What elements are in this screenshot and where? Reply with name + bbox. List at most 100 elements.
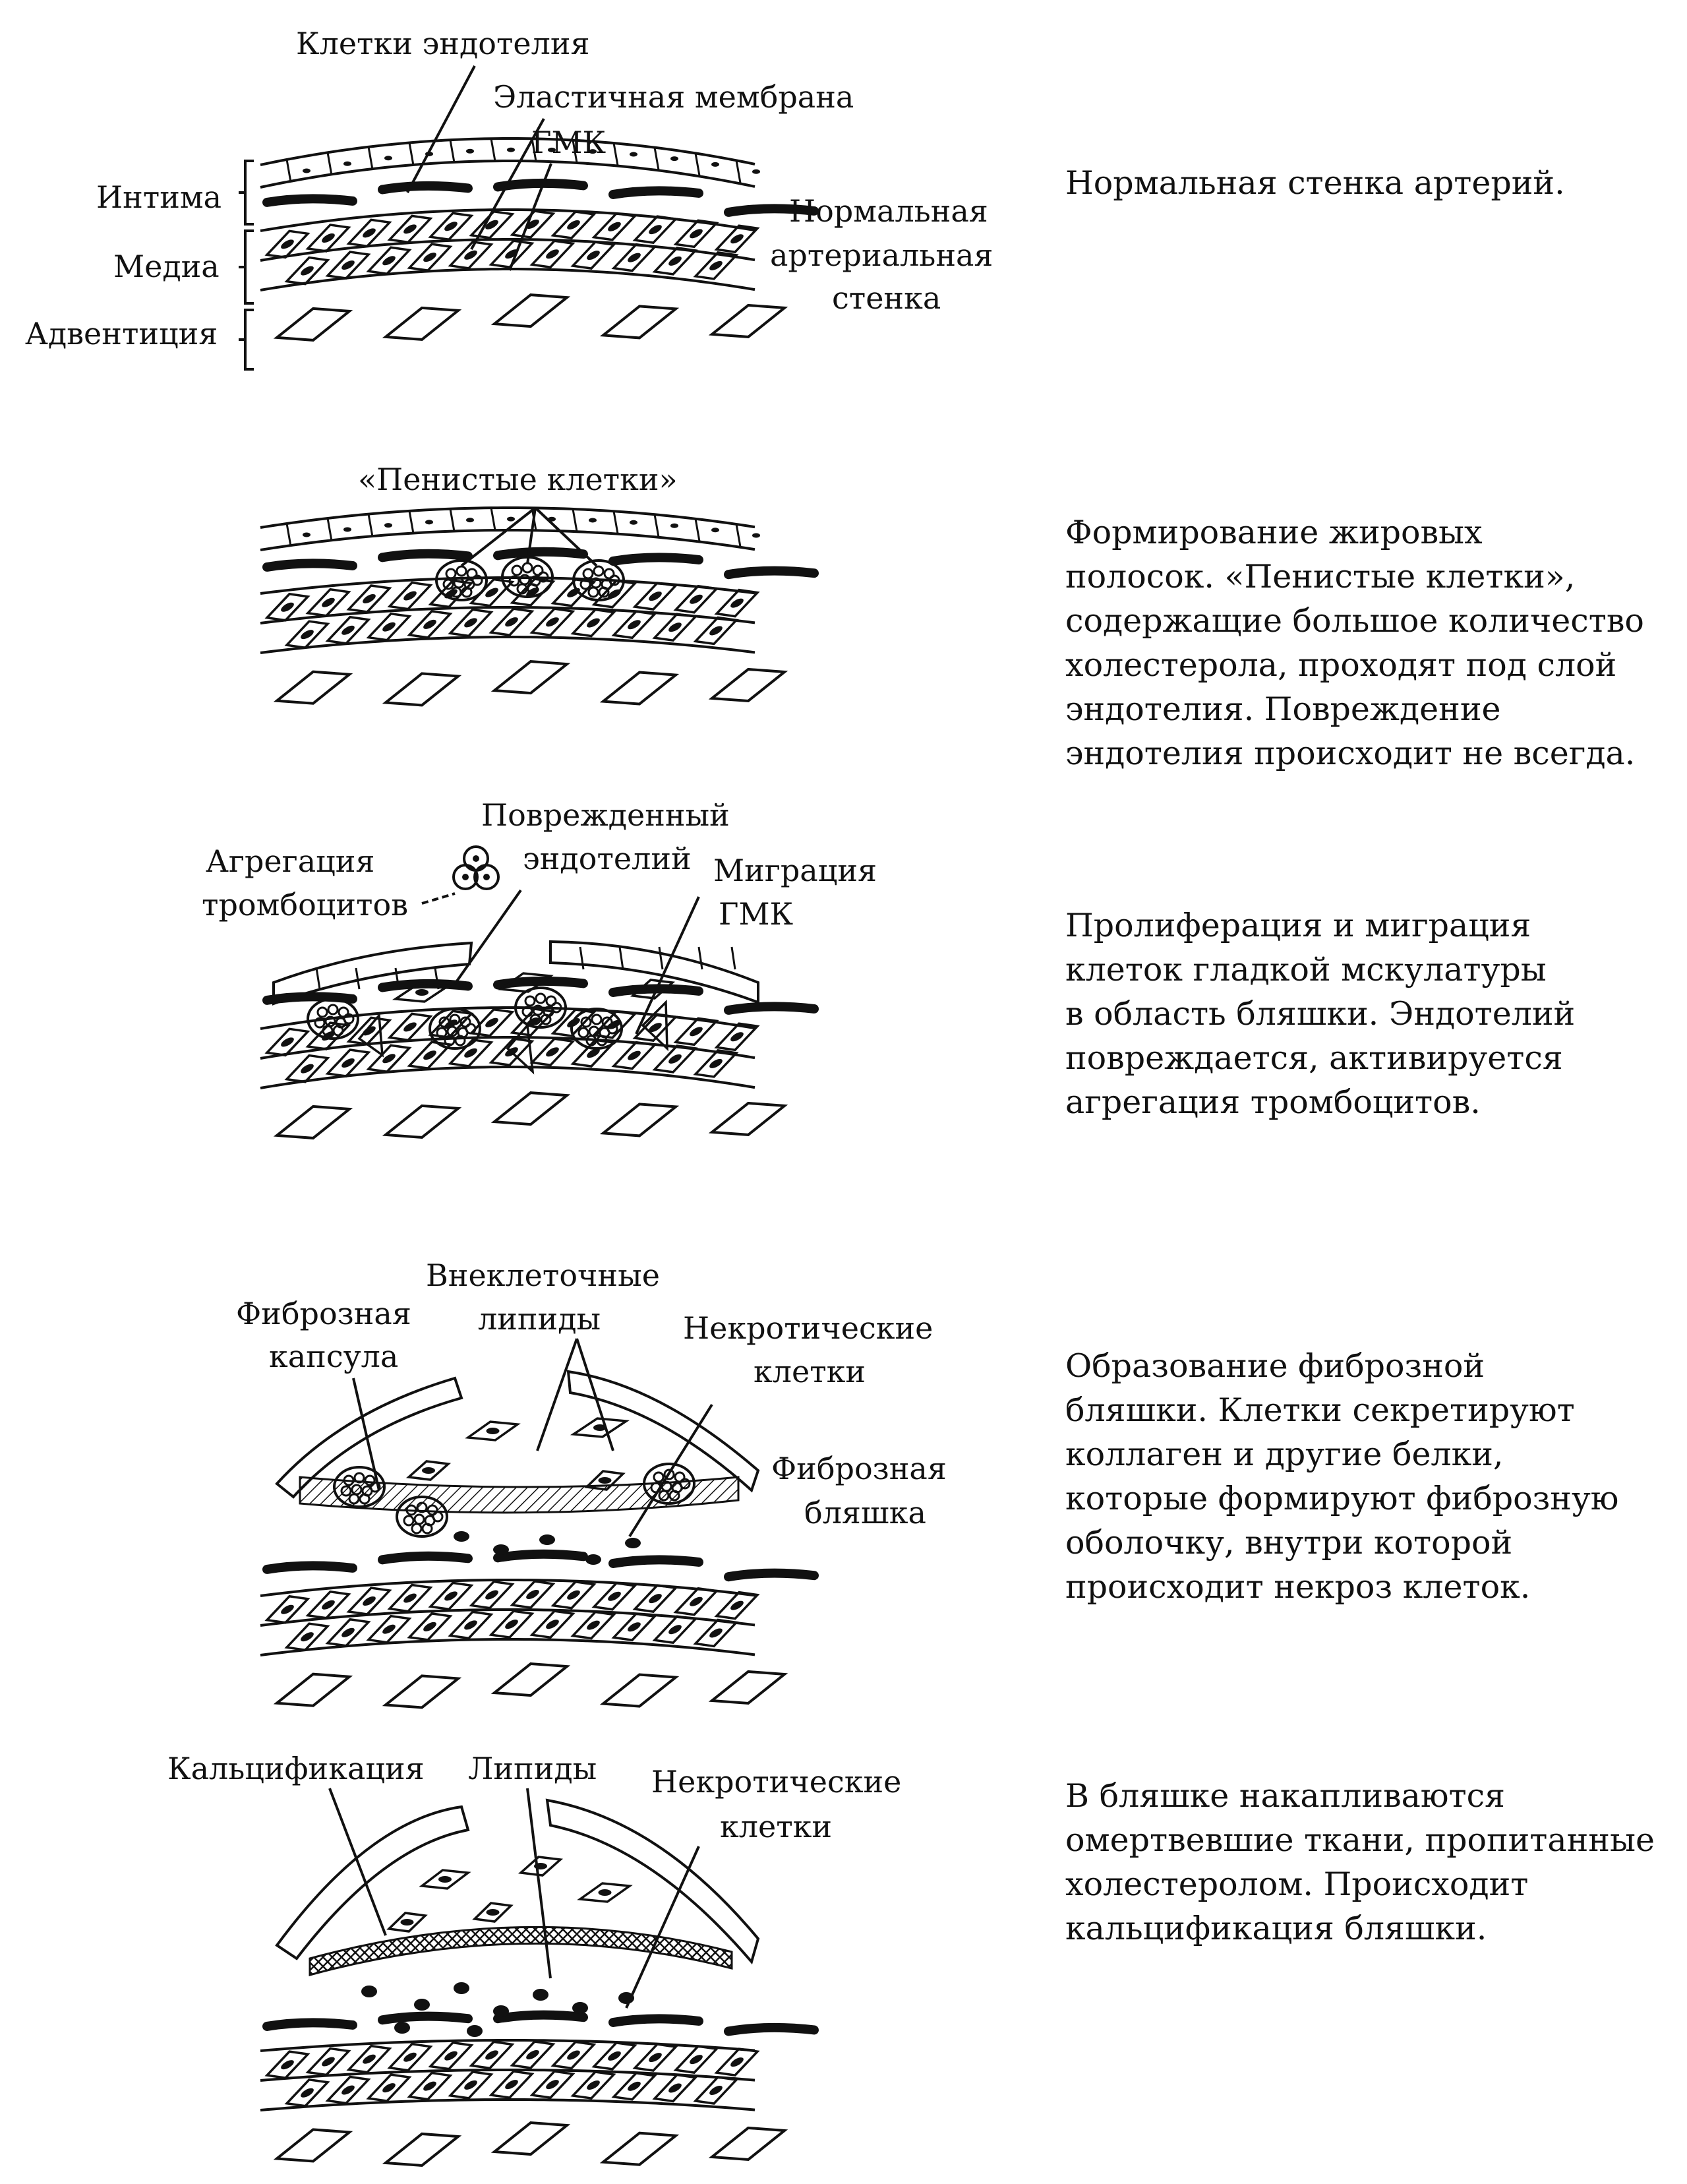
migrating-cell <box>518 1856 564 1877</box>
endothelium-divider <box>408 142 415 166</box>
smooth-muscle-cell <box>325 615 371 645</box>
foam-cell <box>514 986 567 1029</box>
lipid-droplet <box>545 995 557 1007</box>
smooth-muscle-nucleus <box>301 1064 314 1074</box>
lipid-droplet <box>598 586 610 598</box>
adventitia-cell <box>273 1105 353 1139</box>
smooth-muscle-nucleus <box>649 1594 662 1604</box>
smooth-muscle-nucleus <box>526 220 539 229</box>
smooth-muscle-nucleus <box>730 1032 744 1042</box>
smooth-muscle-nucleus <box>485 588 498 597</box>
endothelium-nucleus <box>384 523 392 528</box>
description-line: которые формируют фиброзную <box>1065 1480 1619 1517</box>
elastic-membrane-segment <box>493 178 588 192</box>
description-line: В бляшке накапливаются <box>1065 1777 1505 1815</box>
smooth-muscle-cell <box>346 1016 392 1046</box>
smooth-muscle-nucleus <box>668 1625 682 1635</box>
adventitia-cell <box>599 305 680 340</box>
lipid-droplet <box>653 1471 665 1483</box>
wall-calcification <box>260 1798 819 2168</box>
smooth-muscle-nucleus <box>567 220 580 229</box>
smooth-muscle-cell <box>591 1581 637 1611</box>
necrotic-cell <box>585 1554 601 1565</box>
cell-nucleus <box>400 1919 414 1926</box>
adventitia-cell <box>273 2128 353 2163</box>
smooth-muscle-nucleus <box>546 1620 559 1629</box>
pointer-smc-migration <box>635 896 700 1035</box>
smooth-muscle-nucleus <box>363 1596 376 1606</box>
smooth-muscle-nucleus <box>628 253 641 262</box>
description-line: Пролиферация и миграция <box>1065 907 1531 944</box>
smooth-muscle-cell <box>305 1590 351 1620</box>
description-line: содержащие большое количество <box>1065 602 1644 640</box>
lipid-droplet <box>316 1006 328 1018</box>
necrotic-cell <box>414 1999 430 2011</box>
smooth-muscle-nucleus <box>709 1628 723 1638</box>
endothelium-divider <box>531 138 537 162</box>
description-fibrous-plaque: Образование фиброзной бляшки. Клетки сек… <box>1065 1344 1659 1609</box>
endothelium-nucleus <box>711 162 719 167</box>
endothelium-divider <box>326 518 333 541</box>
smooth-muscle-cell <box>714 588 760 618</box>
lipid-droplet <box>465 1023 477 1035</box>
smooth-muscle-cell <box>714 224 760 254</box>
calcified-layer <box>309 1926 733 1976</box>
smooth-muscle-nucleus <box>730 1600 744 1610</box>
description-line: оболочку, внутри которой <box>1065 1524 1513 1562</box>
endothelium-divider <box>697 946 703 970</box>
endothelium-nucleus <box>630 520 637 525</box>
adventitia-cell <box>382 672 462 707</box>
adventitia-cell <box>708 1670 788 1705</box>
smooth-muscle-cell <box>469 1008 515 1037</box>
wall-normal <box>260 137 819 342</box>
smooth-muscle-nucleus <box>567 1590 580 1600</box>
smooth-muscle-nucleus <box>526 1590 539 1600</box>
elastic-membrane-segment <box>262 194 357 207</box>
description-line: Формирование жировых <box>1065 514 1483 551</box>
lipid-droplet <box>591 1014 603 1025</box>
lipid-droplet <box>403 1515 415 1527</box>
pointer-calcification <box>328 1788 387 1936</box>
lipid-droplet <box>668 1490 680 1502</box>
media-boundary <box>260 636 755 654</box>
lipid-droplet <box>466 568 478 580</box>
smooth-muscle-nucleus <box>403 591 417 601</box>
smooth-muscle-cell <box>284 1622 330 1652</box>
necrotic-cell <box>539 1534 555 1545</box>
smooth-muscle-cell <box>693 616 739 646</box>
smooth-muscle-nucleus <box>690 594 703 604</box>
adventitia-cell <box>708 1101 788 1136</box>
smooth-muscle-cell <box>305 2047 351 2077</box>
smooth-muscle-nucleus <box>608 222 621 231</box>
endothelium-nucleus <box>507 147 515 152</box>
endothelium-divider <box>735 160 742 183</box>
smooth-muscle-cell <box>632 1584 678 1613</box>
panel-normal-wall: Интима Медиа Адвентиция Клетки эндотелия… <box>25 26 993 371</box>
adventitia-cell <box>382 1674 462 1709</box>
endothelium-divider <box>653 514 660 537</box>
smooth-muscle-nucleus <box>649 225 662 235</box>
foam-cell <box>396 1496 448 1538</box>
smooth-muscle-nucleus <box>546 1047 559 1057</box>
endothelium-divider <box>694 153 701 176</box>
lipid-droplet <box>607 1023 618 1035</box>
endothelium-nucleus <box>384 156 392 161</box>
lipid-droplet <box>593 565 605 577</box>
adventitia-cell <box>599 1673 680 1708</box>
smooth-muscle-cell <box>284 2078 330 2108</box>
smooth-muscle-cell <box>366 2073 412 2102</box>
media-boundary <box>260 2038 755 2052</box>
panel-proliferation: Агрегация тромбоцитов Поврежденный эндот… <box>202 797 877 1139</box>
endothelium-divider <box>326 152 333 175</box>
description-line: происходит некроз клеток. <box>1065 1568 1531 1606</box>
smooth-muscle-nucleus <box>546 2080 559 2090</box>
foam-cell <box>570 1008 623 1050</box>
smooth-muscle-cell <box>428 212 474 241</box>
endothelium-divider <box>408 510 415 534</box>
smooth-muscle-cell <box>448 608 494 638</box>
smooth-muscle-nucleus <box>382 622 396 632</box>
description-line: Образование фиброзной <box>1065 1347 1485 1385</box>
pointer-elastic-membrane <box>470 118 545 250</box>
smooth-muscle-cell <box>693 1049 739 1078</box>
cell-nucleus <box>486 1428 500 1434</box>
